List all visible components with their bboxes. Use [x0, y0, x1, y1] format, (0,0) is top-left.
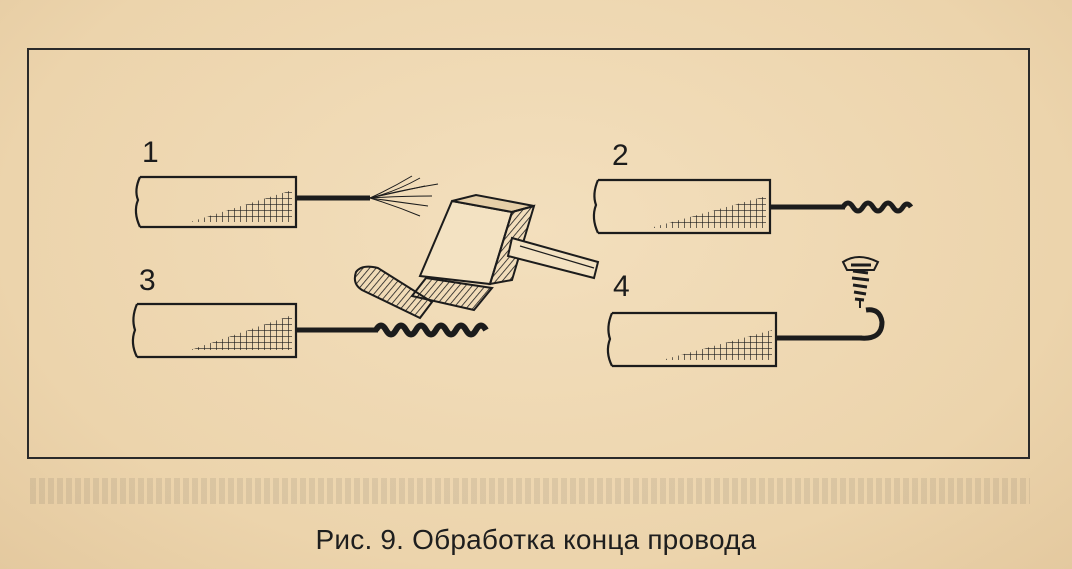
label-4: 4 — [613, 270, 630, 303]
figure-frame — [27, 48, 1030, 459]
bleed-through-text — [30, 478, 1030, 504]
wire-2 — [592, 178, 914, 235]
figure-caption: Рис. 9. Обработка конца провода — [315, 524, 757, 555]
label-2: 2 — [612, 139, 629, 172]
wire-4 — [606, 307, 885, 368]
screw-icon — [841, 256, 880, 308]
label-3: 3 — [139, 264, 156, 297]
wire-1 — [134, 175, 439, 229]
soldering-iron-icon — [410, 193, 600, 312]
solder-block-icon — [353, 265, 434, 320]
label-1: 1 — [142, 136, 159, 169]
wire-3 — [131, 302, 489, 359]
